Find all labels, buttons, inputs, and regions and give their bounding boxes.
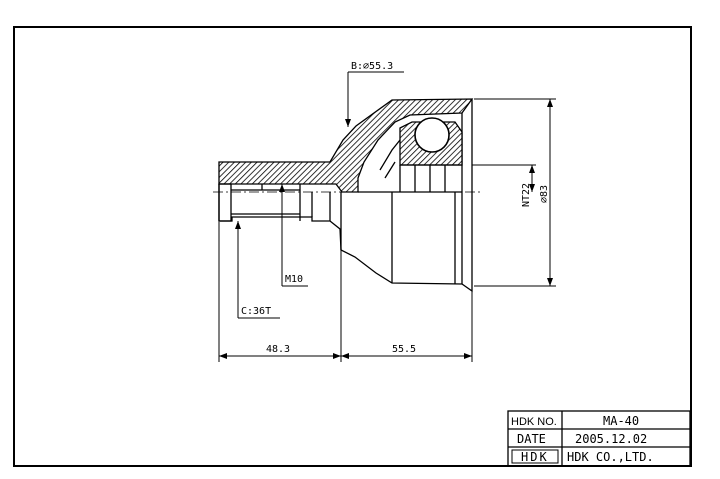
housing-section-hatch [218,98,474,193]
date-label: DATE [517,432,546,446]
part-no-value: MA-40 [603,414,639,428]
outer-diameter-label: ∅83 [539,185,550,203]
body-length-label: 55.5 [392,344,416,355]
title-block [507,410,691,467]
company-name: HDK CO.,LTD. [567,450,654,464]
stem-spline-label: C:36T [241,306,271,317]
cv-joint-part [213,98,480,293]
company-logo: HDK [521,450,549,464]
thread-label: M10 [285,274,303,285]
logo-box [511,449,559,464]
part-no-label: HDK NO. [511,416,557,428]
spline-count-label: NT22 [521,183,532,207]
stem-length-label: 48.3 [266,344,290,355]
stem-outline [218,99,473,293]
drawing-frame [13,26,692,467]
bore-dimension: B:∅55.3 [351,61,393,72]
ball [414,117,450,153]
dimension-lines [218,71,556,362]
date-value: 2005.12.02 [575,432,647,446]
